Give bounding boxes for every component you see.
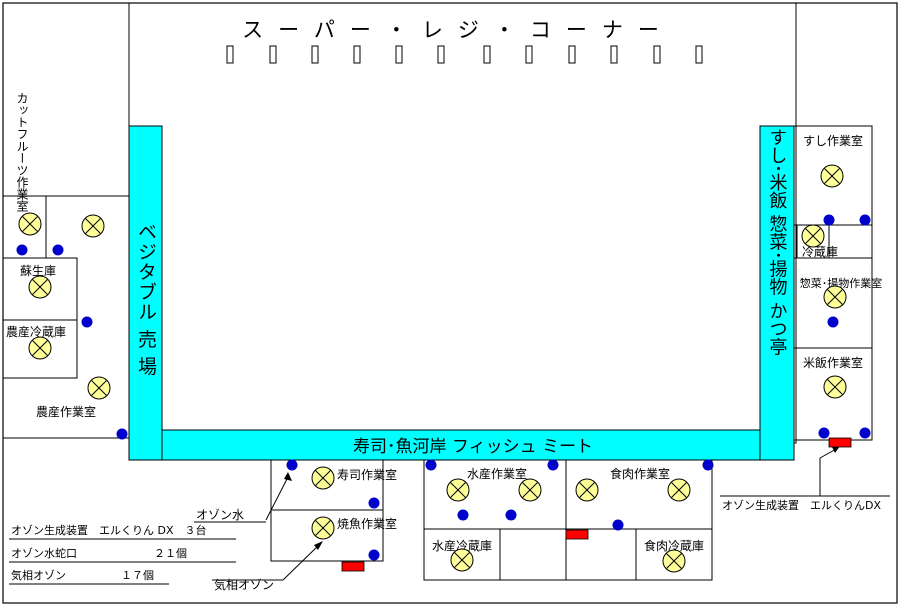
gas-ozone-unit xyxy=(518,478,542,502)
yakizakana-label: 焼魚作業室 xyxy=(337,516,397,531)
fish-zone-label: 寿司･魚河岸 フィッシュ ミート xyxy=(353,437,593,457)
nosan-reizoko-room xyxy=(2,319,78,379)
ozone-generator xyxy=(341,561,365,572)
suisan-block xyxy=(423,459,713,581)
gas-ozone-unit xyxy=(667,478,691,502)
gas-ozone-unit xyxy=(801,224,825,248)
gas-ozone-unit xyxy=(823,285,847,309)
ozone-water-faucet xyxy=(457,509,469,521)
register-lane xyxy=(395,45,403,64)
ozone-generator xyxy=(565,529,589,540)
register-lane xyxy=(568,45,576,64)
vegetable-aisle xyxy=(128,125,163,461)
register-lane xyxy=(483,45,491,64)
cut-fruit-room-label: カットフルーツ作業室 xyxy=(15,92,29,212)
gas-ozone-unit xyxy=(311,516,335,540)
ozone-water-faucet xyxy=(286,459,298,471)
shokuniku-reizoko-label: 食肉冷蔵庫 xyxy=(644,538,704,553)
ozone-water-faucet xyxy=(859,214,871,226)
ozone-water-callout: オゾン水 xyxy=(196,508,244,522)
ozone-water-faucet xyxy=(702,459,714,471)
sales-floor-outline xyxy=(128,2,797,444)
gas-ozone-unit xyxy=(450,548,474,572)
ozone-water-faucet xyxy=(368,497,380,509)
register-lane xyxy=(695,45,703,64)
ozone-water-faucet xyxy=(859,427,871,439)
register-lane xyxy=(311,45,319,64)
sushi-room-label: すし作業室 xyxy=(803,133,863,148)
gas-ozone-unit xyxy=(820,164,844,188)
suisan-sagyoshitsu-label: 水産作業室 xyxy=(467,466,527,481)
nosan-sagyoshitsu-label: 農産作業室 xyxy=(36,404,96,419)
ozone-water-faucet xyxy=(81,316,93,328)
legend-gas-ozone: 気相オゾン １７個 xyxy=(11,568,154,582)
ozone-water-faucet xyxy=(16,244,28,256)
ozone-water-arrowhead xyxy=(284,472,292,481)
register-lane xyxy=(525,45,533,64)
generator-right-callout: オゾン生成装置 エルくりんDX xyxy=(722,498,881,512)
sozai-room-label: 惣菜･揚物作業室 xyxy=(800,276,883,290)
register-lane xyxy=(437,45,445,64)
gas-ozone-unit xyxy=(18,212,42,236)
right-zone-label: すし･米飯 惣菜･揚物 かつ亭 xyxy=(767,128,788,355)
ozone-water-faucet xyxy=(425,459,437,471)
shokuniku-sagyoshitsu-label: 食肉作業室 xyxy=(610,466,670,481)
legend: オゾン生成装置 エルくりん DX ３台 オゾン水蛇口 ２１個 気相オゾン １７個 xyxy=(9,523,236,585)
reizoko-room-label: 冷蔵庫 xyxy=(802,245,838,259)
register-lane xyxy=(226,45,234,64)
ozone-generator xyxy=(828,437,852,448)
sushi-sagyoshitsu-label: 寿司作業室 xyxy=(337,467,397,482)
gas-ozone-unit xyxy=(823,375,847,399)
generator-arrowhead xyxy=(832,446,840,453)
register-corner-title: スーパー・レジ・コーナー xyxy=(242,18,674,42)
ozone-water-leader xyxy=(265,476,289,521)
equipment-symbols xyxy=(16,164,871,573)
ozone-water-faucet xyxy=(612,519,624,531)
ozone-water-faucet xyxy=(818,427,830,439)
fish-aisle xyxy=(161,429,763,461)
legend-faucet: オゾン水蛇口 ２１個 xyxy=(11,546,187,560)
ozone-water-faucet xyxy=(505,509,517,521)
gas-ozone-arrowhead xyxy=(314,541,323,550)
register-lane xyxy=(653,45,661,64)
beihan-room-label: 米飯作業室 xyxy=(803,355,863,370)
gas-ozone-unit xyxy=(81,214,105,238)
ozone-water-faucet xyxy=(823,214,835,226)
vegetable-zone-label: ベジタブル 売 場 xyxy=(135,222,157,376)
ozone-water-faucet xyxy=(368,549,380,561)
gas-ozone-unit xyxy=(311,466,335,490)
suisan-reizoko-label: 水産冷蔵庫 xyxy=(432,538,492,553)
ozone-water-faucet xyxy=(52,244,64,256)
ozone-water-faucet xyxy=(827,316,839,328)
soseiko-room-label: 蘇生庫 xyxy=(20,264,56,278)
nosan-reizoko-room-label: 農産冷蔵庫 xyxy=(6,324,66,339)
gas-ozone-leader xyxy=(282,543,321,581)
register-lane xyxy=(353,45,361,64)
gas-ozone-unit xyxy=(662,549,686,573)
register-lane xyxy=(610,45,618,64)
gas-ozone-unit xyxy=(87,376,111,400)
gas-ozone-unit xyxy=(446,478,470,502)
gas-ozone-unit xyxy=(28,336,52,360)
ozone-water-faucet xyxy=(116,428,128,440)
register-group xyxy=(226,45,703,64)
legend-generator: オゾン生成装置 エルくりん DX ３台 xyxy=(11,523,207,537)
ozone-water-faucet xyxy=(547,459,559,471)
gas-ozone-unit xyxy=(575,478,599,502)
register-lane xyxy=(269,45,277,64)
gas-ozone-unit xyxy=(28,275,52,299)
gas-ozone-callout: 気相オゾン xyxy=(214,577,274,592)
